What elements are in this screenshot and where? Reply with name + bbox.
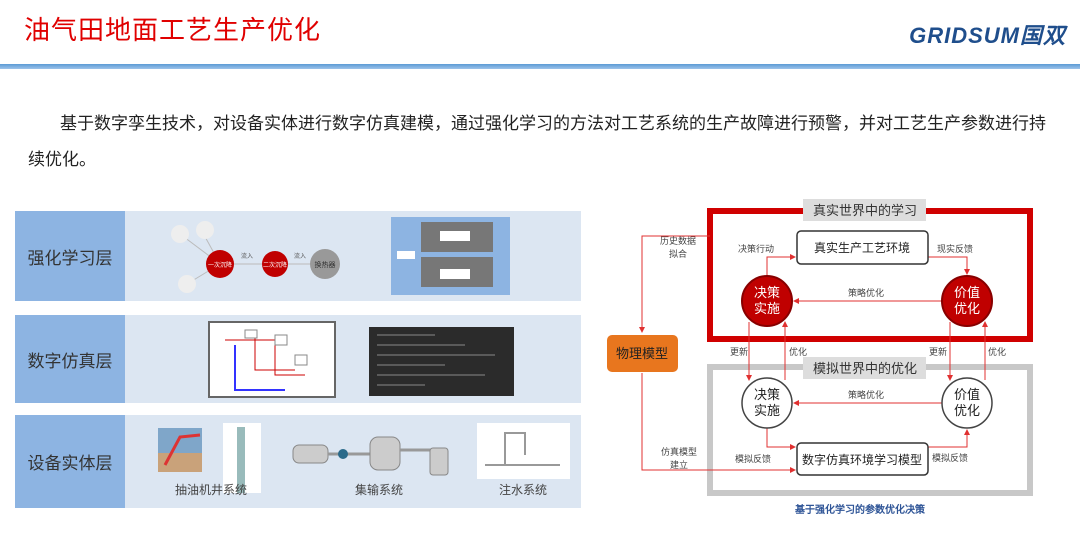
label: 实施 [754, 302, 780, 317]
label: 拟合 [669, 248, 687, 260]
header-divider [0, 64, 1080, 69]
physical-model-box [607, 335, 678, 372]
label: 决策行动 [738, 243, 774, 255]
label: 建立 [670, 459, 688, 471]
intro-paragraph: 基于数字孪生技术，对设备实体进行数字仿真建模，通过强化学习的方法对工艺系统的生产… [28, 114, 1046, 170]
page-title: 油气田地面工艺生产优化 [24, 16, 322, 46]
label: 流入 [294, 252, 306, 260]
label: 数字仿真环境学习模型 [802, 452, 922, 467]
label: 二次沉降 [263, 261, 287, 269]
real-world-title: 真实世界中的学习 [813, 203, 917, 219]
caption-pumping-well: 抽油机井系统 [175, 483, 248, 497]
node-primary-settling [206, 250, 234, 278]
layer-equipment: 设备实体层 抽油机井系统 集输系统 注水系统 [15, 415, 581, 508]
rl-diagram: 一次沉降 二次沉降 换热器 流入 流入 [171, 217, 510, 295]
layer-rl: 强化学习层 一次沉降 二次沉降 换热器 流入 流入 [15, 211, 581, 301]
equipment-images [158, 423, 570, 493]
caption-water-injection: 注水系统 [499, 483, 548, 497]
layer-simulation: 数字仿真层 [15, 315, 581, 403]
label: 流入 [241, 252, 253, 260]
label: 优化 [988, 346, 1006, 358]
label: 优化 [954, 404, 980, 419]
label: 决策 [754, 387, 780, 403]
layer-label: 数字仿真层 [15, 315, 125, 403]
sim-world-title: 模拟世界中的优化 [813, 361, 917, 377]
caption-gathering: 集输系统 [355, 483, 404, 497]
label: 更新 [929, 346, 947, 358]
process-flow-diagram [208, 321, 336, 398]
layer-label: 设备实体层 [15, 415, 125, 508]
label: 实施 [754, 404, 780, 419]
gridsum-logo: GRIDSUM国双 [909, 23, 1066, 48]
simulation-images [208, 321, 514, 398]
label: 现实反馈 [937, 243, 973, 255]
label: 价值 [954, 387, 980, 403]
label: 模拟反馈 [932, 452, 968, 464]
label: 历史数据 [660, 235, 696, 247]
label: 真实生产工艺环境 [814, 240, 910, 255]
label: 更新 [730, 346, 748, 358]
label: 仿真模型 [661, 446, 697, 458]
label: 价值 [954, 285, 980, 301]
label: 优化 [789, 346, 807, 358]
label: 模拟反馈 [735, 453, 771, 465]
label: 一次沉降 [208, 261, 232, 269]
label: 决策 [754, 285, 780, 301]
diagram-caption: 基于强化学习的参数优化决策 [794, 503, 926, 516]
label: 物理模型 [616, 347, 668, 362]
label: 策略优化 [848, 389, 884, 401]
label: 换热器 [315, 260, 336, 269]
layer-label: 强化学习层 [15, 211, 125, 301]
label: 策略优化 [848, 287, 884, 299]
node-secondary-settling [262, 251, 288, 277]
node-heat-exchanger [310, 249, 340, 279]
real-env-box [796, 230, 929, 265]
label: 优化 [954, 302, 980, 317]
sim-env-box [796, 442, 929, 476]
